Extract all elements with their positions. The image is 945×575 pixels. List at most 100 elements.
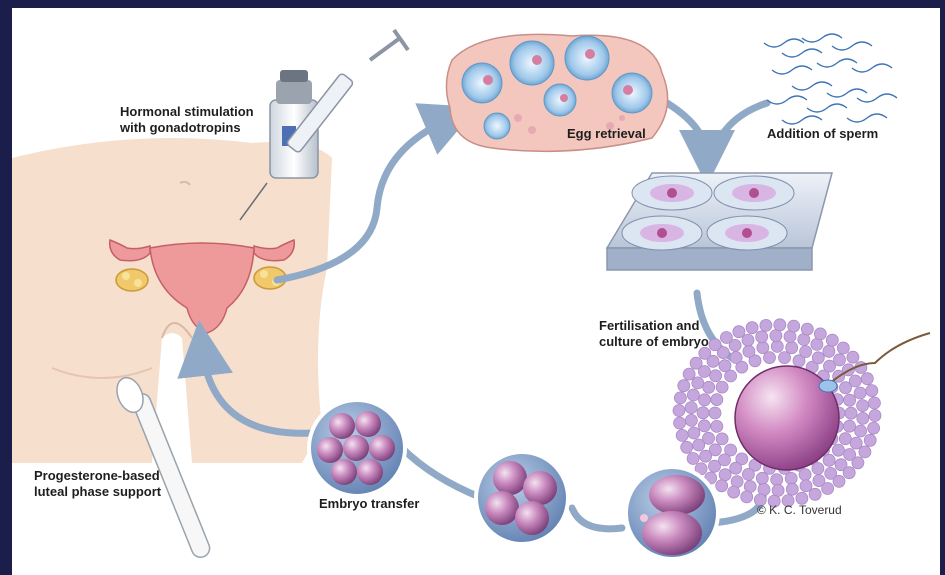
cumulus-cell (859, 446, 871, 458)
cumulus-cell (743, 345, 755, 357)
arrow-cleavage (572, 508, 622, 529)
cumulus-cell (849, 375, 861, 387)
cumulus-cell (693, 439, 705, 451)
arrow-to-embryo-transfer (402, 448, 482, 498)
cumulus-cell (709, 407, 721, 419)
cumulus-cell (720, 332, 732, 344)
cumulus-cell (674, 417, 686, 429)
embryo-transfer-label: Embryo transfer (319, 496, 419, 512)
arrow-eggs-to-dish (667, 103, 707, 158)
cumulus-cell (869, 410, 881, 422)
cumulus-cell (801, 323, 813, 335)
cumulus-cell (861, 373, 873, 385)
cumulus-cell (844, 394, 856, 406)
cumulus-cell (741, 491, 753, 503)
cumulus-cell (685, 414, 697, 426)
cumulus-cell (676, 429, 688, 441)
cumulus-cell (868, 397, 880, 409)
cumulus-cell (711, 394, 723, 406)
cumulus-cell (716, 433, 728, 445)
cumulus-cell (770, 330, 782, 342)
cumulus-cell (864, 434, 876, 446)
cumulus-cell (746, 322, 758, 334)
cumulus-cell (779, 352, 791, 364)
fertilisation-line-1: Fertilisation and (599, 318, 709, 334)
cumulus-cell (834, 354, 846, 366)
cumulus-cell (728, 486, 740, 498)
cumulus-cell (868, 422, 880, 434)
progesterone-line-1: Progesterone-based (34, 468, 161, 484)
cumulus-cell (832, 444, 844, 456)
cumulus-cell (674, 392, 686, 404)
sperm-cluster-icon (764, 34, 897, 124)
cumulus-cell (866, 385, 878, 397)
fertilisation-label: Fertilisation and culture of embryo (599, 318, 709, 350)
egg-retrieval-label: Egg retrieval (567, 126, 646, 142)
cumulus-cell (692, 377, 704, 389)
cumulus-cell (786, 483, 798, 495)
cumulus-cell (812, 463, 824, 475)
arrow-sperm-to-dish (712, 103, 767, 158)
cumulus-cell (854, 387, 866, 399)
hormonal-stimulation-line-1: Hormonal stimulation (120, 104, 254, 120)
cumulus-cell (698, 420, 710, 432)
cumulus-cell (730, 462, 742, 474)
cumulus-cell (700, 450, 712, 462)
cumulus-cell (785, 472, 797, 484)
fertilisation-line-2: culture of embryo (599, 334, 709, 350)
cumulus-cell (681, 441, 693, 453)
cumulus-cell (786, 342, 798, 354)
cumulus-cell (852, 457, 864, 469)
cumulus-cell (800, 480, 812, 492)
cumulus-cell (730, 352, 742, 364)
hormonal-stimulation-line-2: with gonadotropins (120, 120, 254, 136)
cumulus-cell (690, 357, 702, 369)
cumulus-cell (688, 427, 700, 439)
cumulus-cell (742, 334, 754, 346)
culture-dish (607, 173, 832, 270)
cumulus-cell (757, 342, 769, 354)
cumulus-cell (703, 381, 715, 393)
cumulus-cell (850, 437, 862, 449)
cumulus-cell (697, 407, 709, 419)
cumulus-cell (678, 380, 690, 392)
cumulus-cell (716, 480, 728, 492)
embryo-two-cell-stage (626, 467, 718, 559)
cumulus-cell (774, 319, 786, 331)
cumulus-cell (823, 345, 835, 357)
cumulus-cell (826, 334, 838, 346)
cumulus-cell (788, 320, 800, 332)
copyright-credit: © K. C. Toverud (757, 503, 842, 517)
cumulus-cell (756, 331, 768, 343)
cumulus-cell (716, 381, 728, 393)
cumulus-cell (756, 472, 768, 484)
embryo-morula-stage (309, 400, 405, 496)
cumulus-cell (683, 368, 695, 380)
cumulus-cell (687, 389, 699, 401)
cumulus-cell (839, 433, 851, 445)
cumulus-cell (742, 468, 754, 480)
cumulus-cell (809, 488, 821, 500)
cumulus-cell (709, 339, 721, 351)
cumulus-cell (719, 360, 731, 372)
cumulus-cell (857, 412, 869, 424)
cumulus-cell (822, 483, 834, 495)
cumulus-cell (710, 370, 722, 382)
fertilised-egg (673, 319, 930, 507)
cumulus-cell (837, 342, 849, 354)
cumulus-cell (711, 420, 723, 432)
cumulus-cell (845, 407, 857, 419)
cumulus-cell (699, 394, 711, 406)
cumulus-cell (685, 402, 697, 414)
cumulus-cell (844, 420, 856, 432)
ivf-diagram: Hormonal stimulation with gonadotropins … (12, 8, 940, 575)
progesterone-label: Progesterone-based luteal phase support (34, 468, 161, 500)
hormonal-stimulation-label: Hormonal stimulation with gonadotropins (120, 104, 254, 136)
cumulus-cell (814, 328, 826, 340)
cumulus-cell (771, 340, 783, 352)
progesterone-line-2: luteal phase support (34, 484, 161, 500)
cumulus-cell (673, 405, 685, 417)
addition-of-sperm-label: Addition of sperm (767, 126, 878, 142)
cumulus-cell (857, 400, 869, 412)
cumulus-cell (843, 467, 855, 479)
